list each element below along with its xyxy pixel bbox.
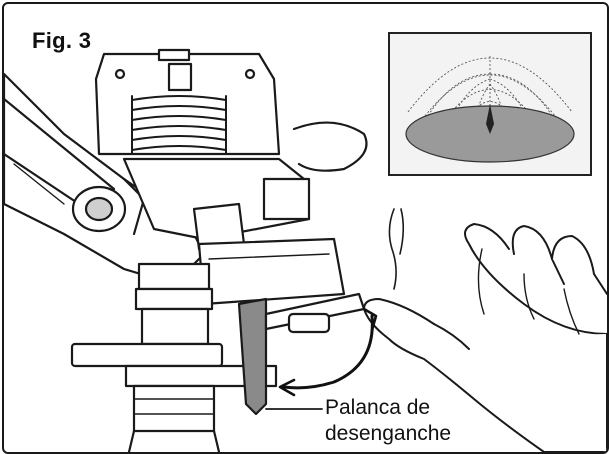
figure-title: Fig. 3	[32, 28, 92, 53]
sprinkler-body	[122, 121, 368, 306]
callout-label-line1: Palanca de	[325, 396, 431, 419]
curved-arrow	[278, 307, 378, 397]
spray-pattern-inset	[388, 32, 592, 176]
hand-illustration	[363, 208, 607, 452]
sprinkler-base	[70, 262, 278, 452]
sprinkler-arm	[4, 72, 206, 286]
sprinkler-diagram	[4, 48, 607, 452]
callout-label-line2: desenganche	[325, 422, 452, 445]
sprinkler-spring	[131, 95, 227, 155]
sprinkler-bridge	[94, 48, 281, 156]
spray-pattern-dome	[405, 56, 575, 163]
